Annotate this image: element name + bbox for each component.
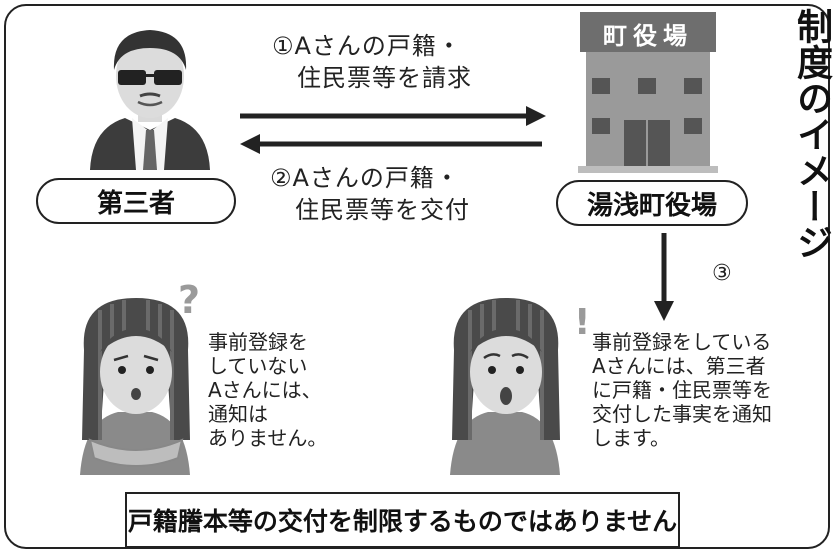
third-party-illustration: [90, 30, 210, 170]
note-unregistered: 事前登録を していない Aさんには、 通知は ありません。: [208, 330, 328, 450]
person-a-registered-illustration: [450, 298, 560, 475]
step3-notify-text: ③: [712, 261, 733, 286]
person-a-unregistered-illustration: [80, 298, 190, 475]
step1-request-text: ①Aさんの戸籍・ 住民票等を請求: [272, 32, 472, 92]
diagram-title: 制度のイメージ: [791, 8, 832, 260]
request-arrow: [240, 106, 546, 126]
diagram-frame: [4, 4, 830, 549]
note-registered: 事前登録をしている Aさんには、第三者 に戸籍・住民票等を 交付した事実を通知 …: [592, 330, 772, 450]
exclamation-mark-icon: !: [574, 302, 591, 343]
notify-arrow: [654, 233, 674, 321]
town-hall-label: 湯浅町役場: [556, 180, 748, 226]
step2-issue-text: ②Aさんの戸籍・ 住民票等を交付: [270, 164, 470, 224]
issue-arrow: [240, 134, 542, 154]
town-hall-illustration: [578, 12, 718, 173]
question-mark-icon: ?: [178, 278, 201, 322]
town-hall-sign: 町役場: [603, 22, 693, 50]
third-party-label: 第三者: [36, 178, 236, 224]
footer-notice: 戸籍謄本等の交付を制限するものではありません: [125, 492, 680, 548]
